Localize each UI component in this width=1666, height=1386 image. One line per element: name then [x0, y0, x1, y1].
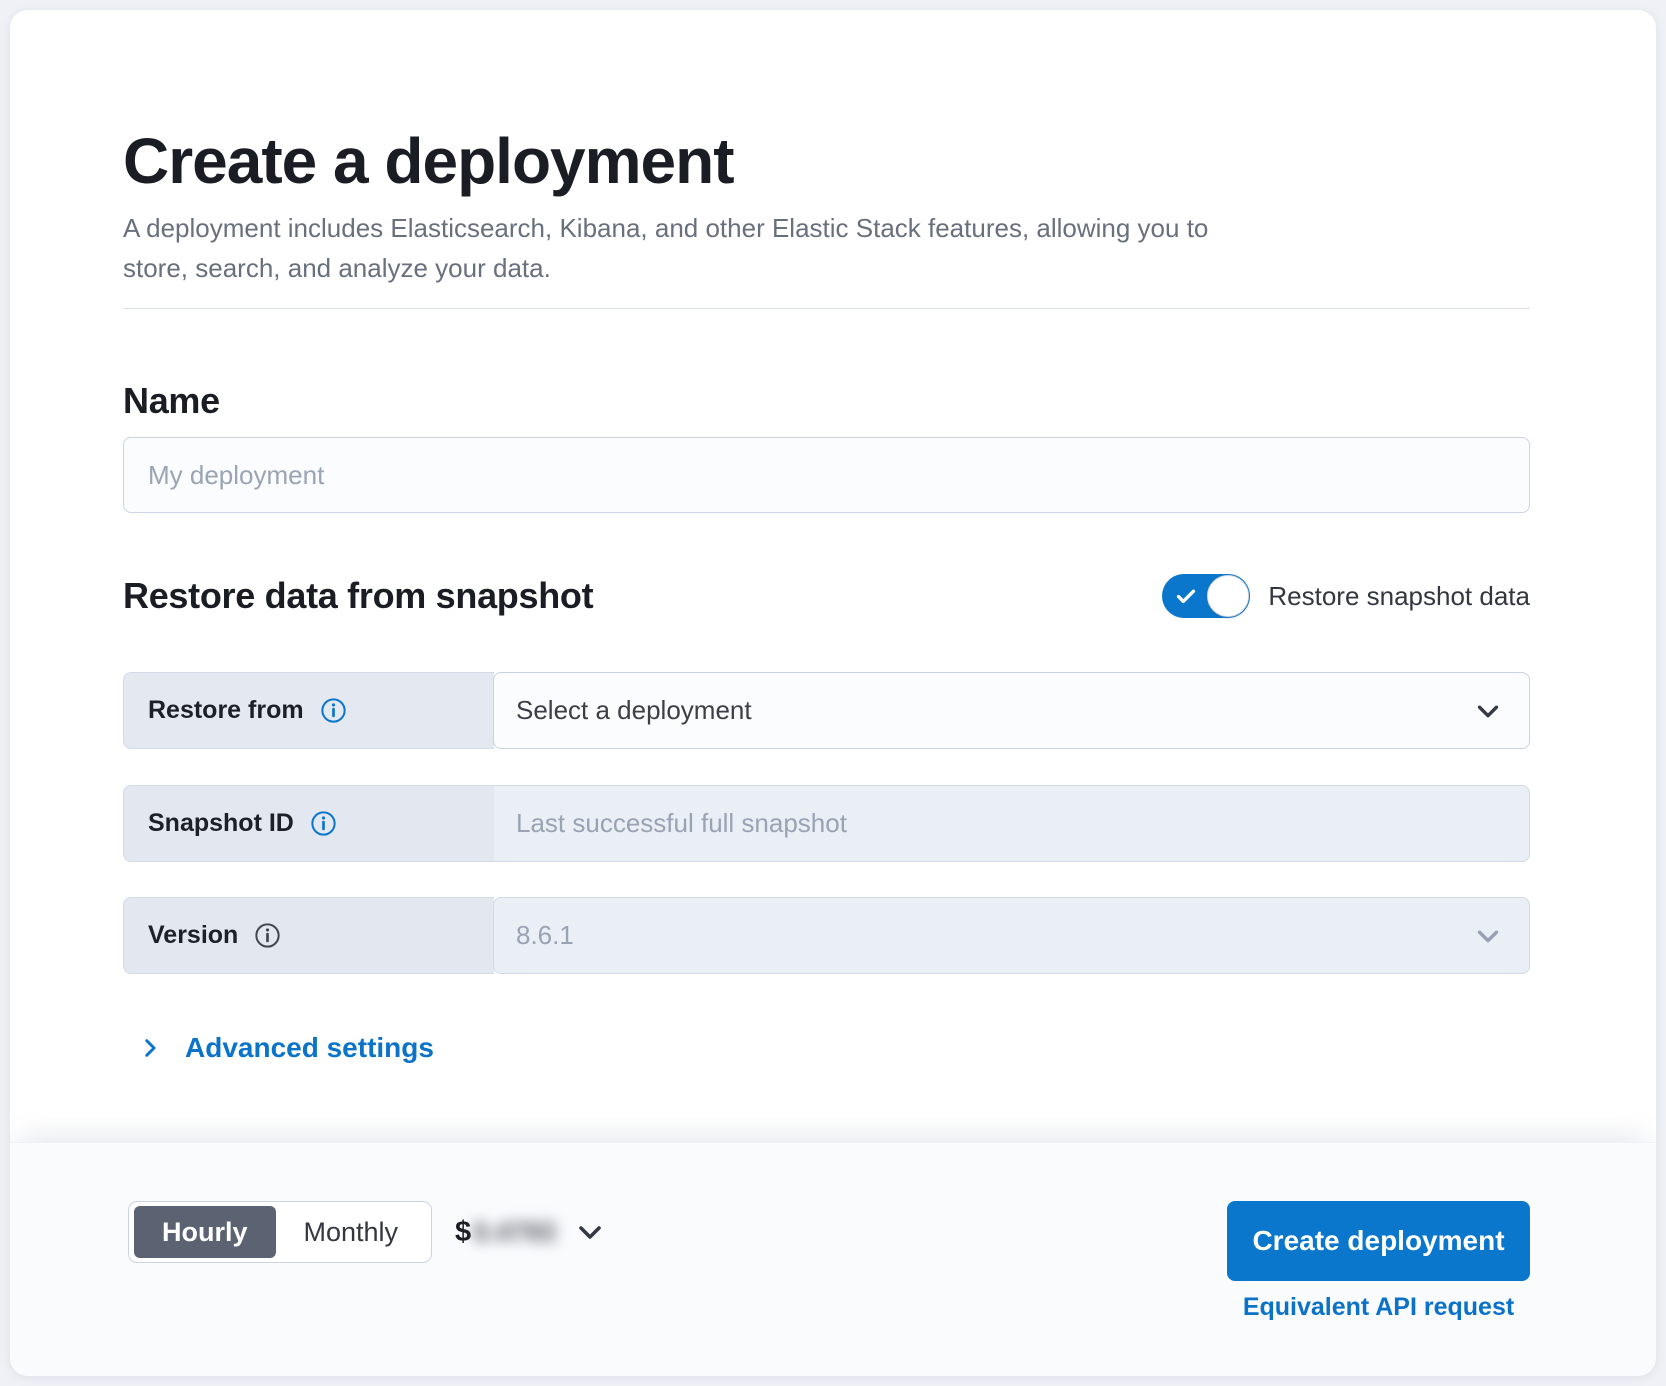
restore-from-label: Restore from	[123, 672, 494, 749]
snapshot-heading: Restore data from snapshot	[123, 575, 594, 616]
info-icon[interactable]	[320, 697, 347, 724]
price-dropdown[interactable]: $ 0.4793	[455, 1201, 606, 1263]
snapshot-section-header: Restore data from snapshot Restore snaps…	[123, 568, 1530, 624]
check-icon	[1177, 589, 1196, 604]
create-deployment-button[interactable]: Create deployment	[1227, 1201, 1530, 1281]
page-title: Create a deployment	[123, 125, 735, 197]
billing-hourly-button[interactable]: Hourly	[134, 1206, 276, 1258]
snapshot-id-label-text: Snapshot ID	[148, 809, 294, 837]
restore-from-label-text: Restore from	[148, 696, 304, 724]
restore-snapshot-toggle[interactable]	[1162, 574, 1251, 618]
deployment-name-input[interactable]	[123, 437, 1530, 513]
advanced-settings-label: Advanced settings	[185, 1032, 434, 1063]
name-heading: Name	[123, 380, 220, 421]
page-subtitle: A deployment includes Elasticsearch, Kib…	[123, 213, 1209, 283]
info-icon[interactable]	[310, 810, 337, 837]
equivalent-api-request-link[interactable]: Equivalent API request	[1242, 1293, 1515, 1321]
version-select: 8.6.1	[493, 897, 1530, 974]
snapshot-id-row: Snapshot ID	[123, 785, 1530, 862]
toggle-label: Restore snapshot data	[1268, 580, 1530, 611]
restore-from-select[interactable]: Select a deployment	[493, 672, 1530, 749]
chevron-down-icon	[1477, 930, 1499, 942]
create-deployment-card: Create a deployment A deployment include…	[10, 10, 1656, 1376]
bottom-bar: Hourly Monthly $ 0.4793 Create deploymen…	[10, 1142, 1656, 1376]
restore-from-row: Restore from Select a deployment	[123, 672, 1530, 749]
billing-monthly-button[interactable]: Monthly	[276, 1206, 427, 1258]
snapshot-id-input	[494, 785, 1530, 862]
version-label-text: Version	[148, 921, 239, 949]
restore-from-value: Select a deployment	[516, 695, 752, 725]
snapshot-id-label: Snapshot ID	[123, 785, 494, 862]
toggle-knob	[1207, 575, 1250, 617]
billing-interval-group: Hourly Monthly	[128, 1201, 433, 1263]
chevron-down-icon	[1477, 705, 1499, 717]
version-value: 8.6.1	[516, 920, 574, 950]
chevron-right-icon	[145, 1039, 156, 1057]
version-row: Version 8.6.1	[123, 897, 1530, 974]
info-icon[interactable]	[254, 922, 281, 949]
divider	[123, 308, 1530, 309]
advanced-settings-link[interactable]: Advanced settings	[137, 1032, 434, 1064]
price-value-blurred: 0.4793	[473, 1216, 556, 1247]
restore-snapshot-toggle-group: Restore snapshot data	[1162, 574, 1530, 618]
chevron-down-icon	[578, 1226, 601, 1239]
version-label: Version	[123, 897, 494, 974]
price-currency: $	[455, 1215, 472, 1248]
